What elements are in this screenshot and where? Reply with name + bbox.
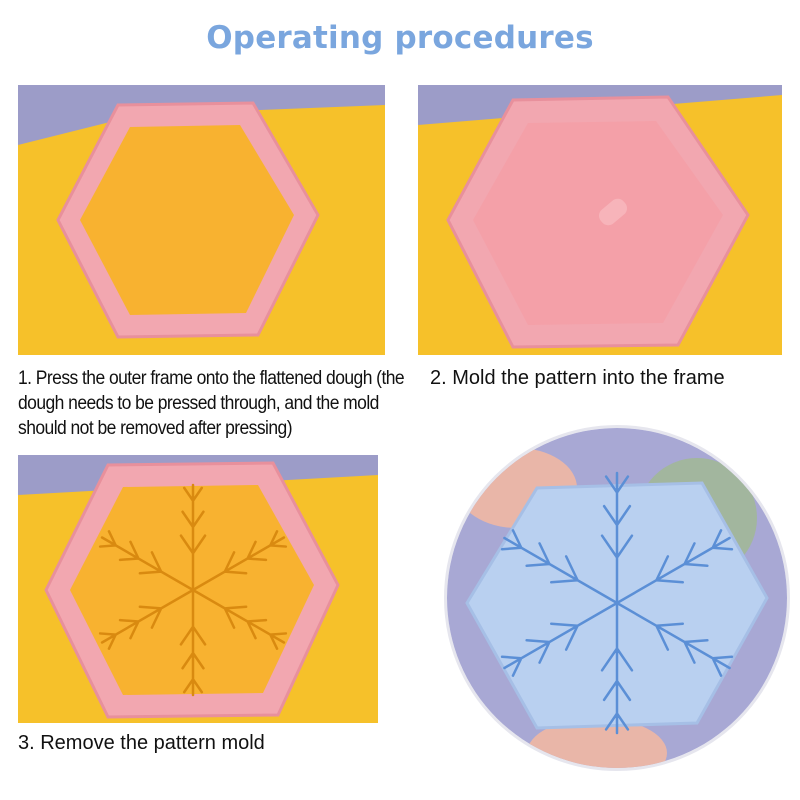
step-1-photo	[18, 85, 385, 355]
step-2-caption: 2. Mold the pattern into the frame	[430, 367, 725, 389]
snowflake-pattern	[98, 483, 288, 697]
finished-product-photo	[444, 425, 790, 771]
step-3-photo	[18, 455, 378, 723]
step-1-caption: 1. Press the outer frame onto the flatte…	[18, 368, 405, 439]
step-3-caption: 3. Remove the pattern mold	[18, 732, 265, 754]
snowflake-pattern	[500, 471, 734, 735]
step-2-photo	[418, 85, 782, 355]
page-title: Operating procedures	[206, 20, 594, 56]
